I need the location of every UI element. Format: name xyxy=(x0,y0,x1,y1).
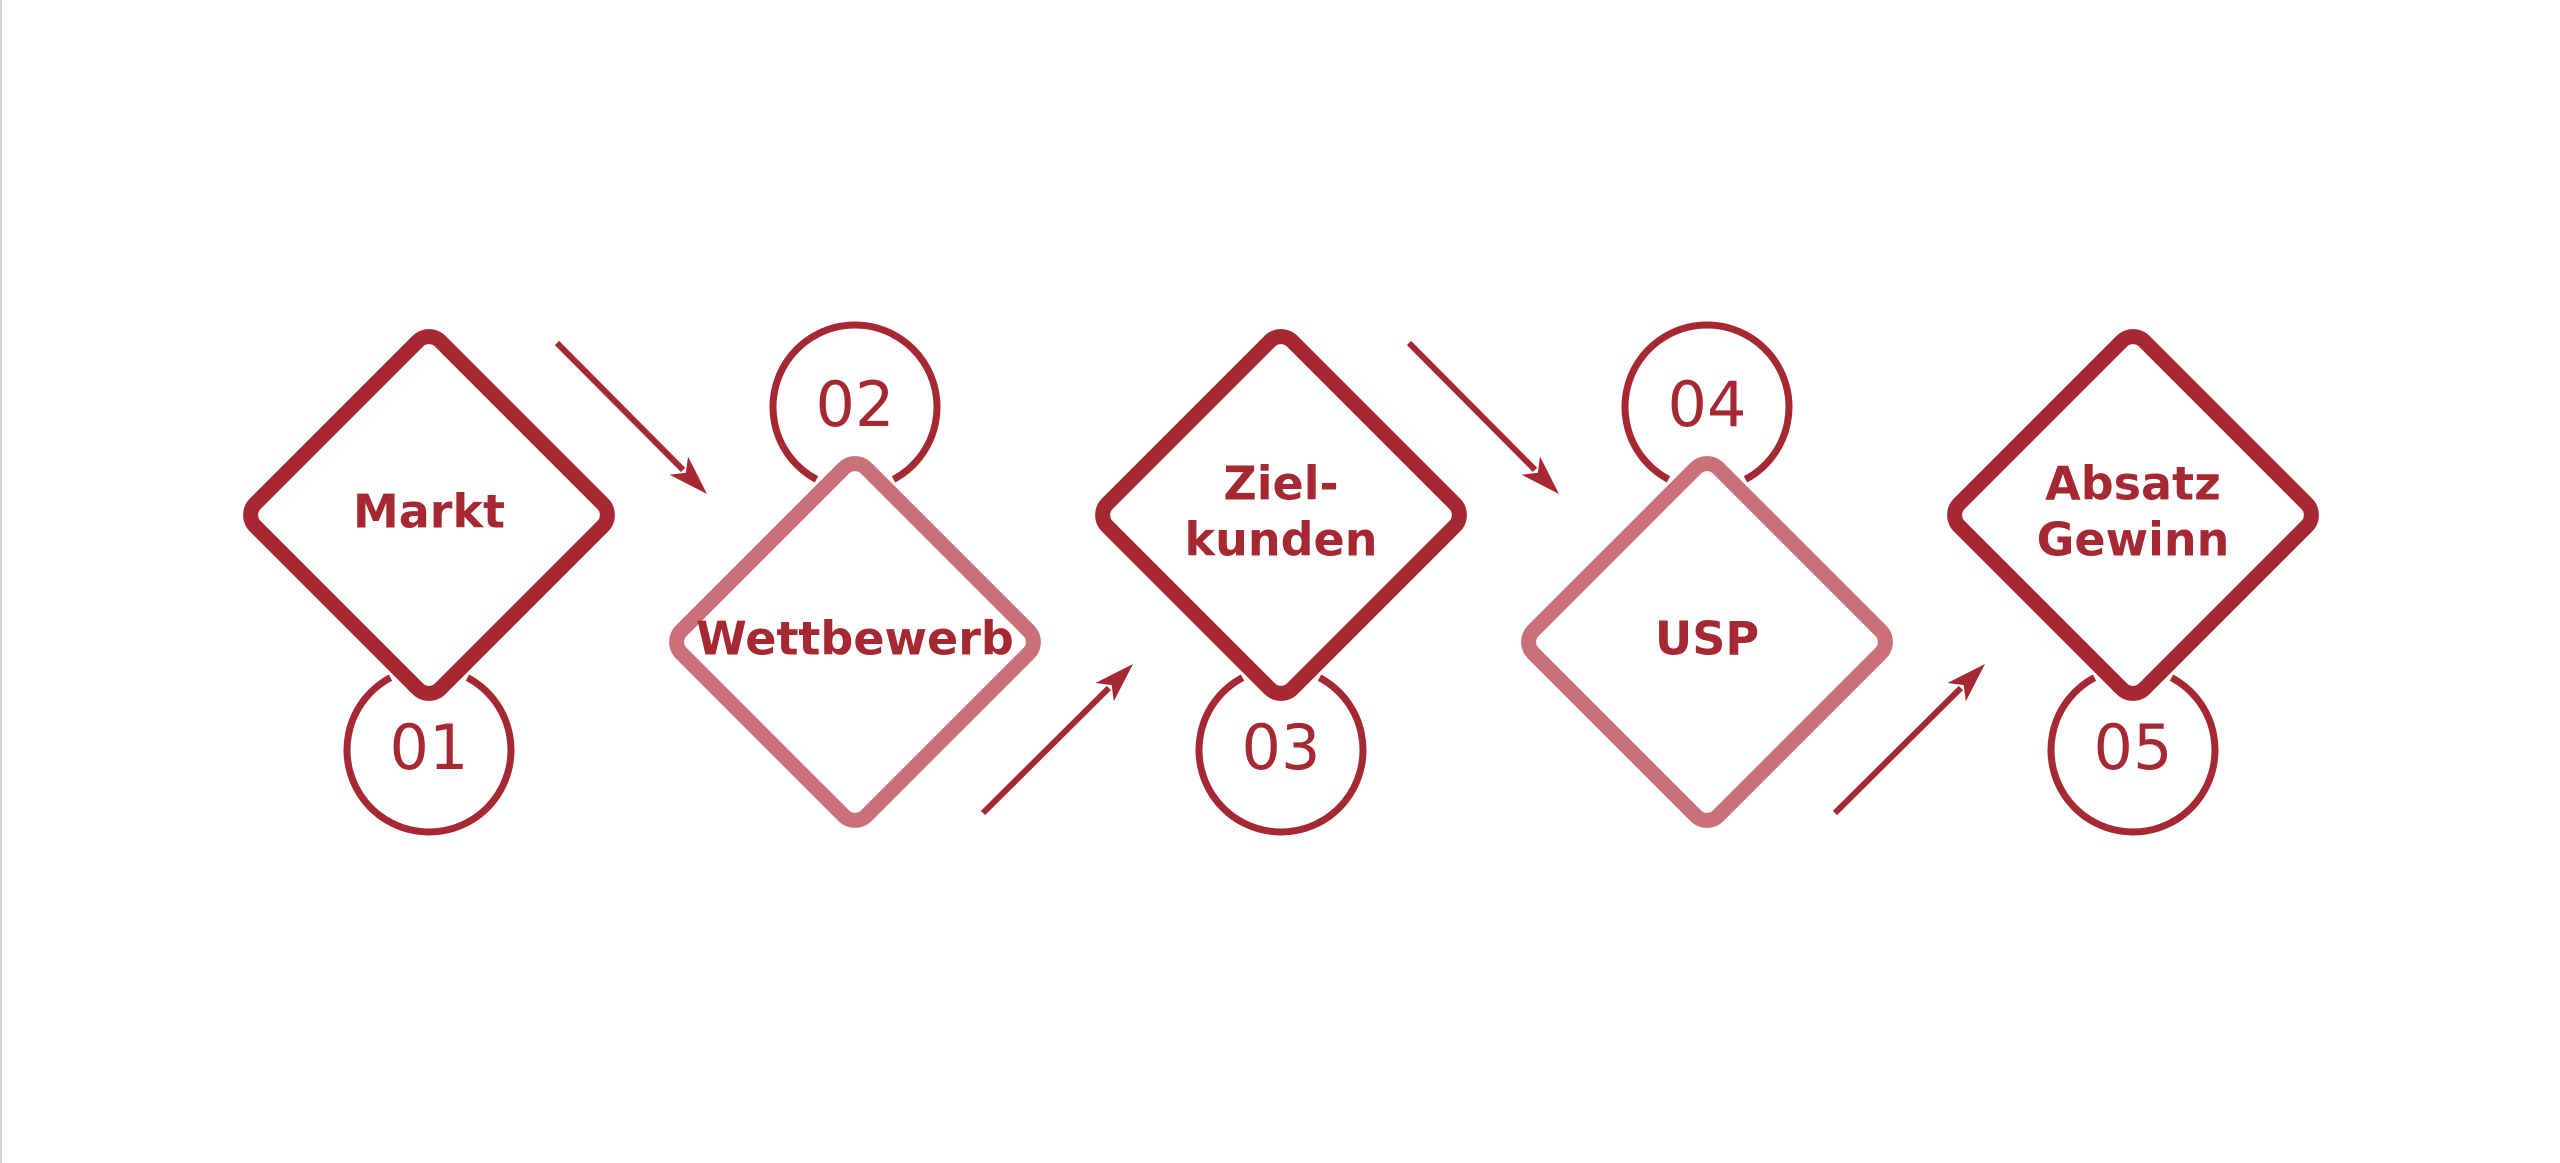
step-02: Wettbewerb 02 xyxy=(669,321,1041,828)
arrow-icon xyxy=(980,664,1133,816)
step-label: kunden xyxy=(1185,513,1378,567)
step-label: Ziel- xyxy=(1223,457,1338,511)
step-number: 01 xyxy=(390,711,469,784)
step-03: Ziel-kunden 03 xyxy=(1095,329,1467,836)
step-diamond xyxy=(1521,456,1893,828)
step-number: 02 xyxy=(816,368,895,441)
arrow-head xyxy=(1095,664,1133,702)
step-badge-ring xyxy=(343,674,515,836)
step-badge-ring xyxy=(1621,321,1793,483)
step-label: Wettbewerb xyxy=(696,612,1014,666)
step-number: 03 xyxy=(1242,711,1321,784)
arrow-shaft xyxy=(554,340,686,472)
step-label: Markt xyxy=(353,485,505,539)
arrow-head xyxy=(1521,456,1559,494)
arrow-shaft xyxy=(1406,340,1538,472)
arrow-icon xyxy=(1832,664,1985,816)
step-04: USP 04 xyxy=(1521,321,1893,828)
step-number: 04 xyxy=(1668,368,1747,441)
arrow-head xyxy=(1947,664,1985,702)
step-label: USP xyxy=(1655,612,1759,666)
step-diamond xyxy=(1947,329,2319,701)
step-diamond xyxy=(669,456,1041,828)
arrow-icon xyxy=(554,340,707,494)
step-diamond xyxy=(1095,329,1467,701)
arrow-shaft xyxy=(980,685,1111,816)
step-number: 05 xyxy=(2094,711,2173,784)
arrow-head xyxy=(669,456,707,494)
step-01: Markt 01 xyxy=(243,329,615,836)
step-badge-ring xyxy=(769,321,941,483)
arrow-icon xyxy=(1406,340,1559,494)
arrow-shaft xyxy=(1832,685,1963,816)
step-diamond xyxy=(243,329,615,701)
step-badge-ring xyxy=(2047,674,2219,836)
step-label: Gewinn xyxy=(2037,513,2230,567)
step-badge-ring xyxy=(1195,674,1367,836)
step-label: Absatz xyxy=(2045,457,2221,511)
